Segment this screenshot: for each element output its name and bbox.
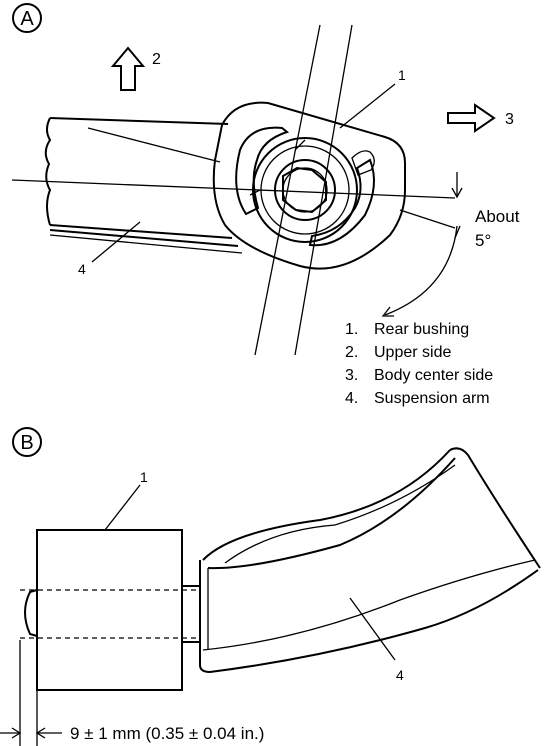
panel-a: A 2 3: [11, 3, 520, 407]
legend-num-3: 3.: [345, 367, 358, 384]
legend-num-1: 1.: [345, 321, 358, 338]
callout-4-a: 4: [78, 261, 86, 277]
callout-1-leader: [339, 83, 396, 129]
callout-1-a: 1: [398, 67, 406, 83]
callout-4-leader: [91, 221, 141, 263]
arrow-up-number: 2: [152, 51, 161, 68]
callout-1-b-leader: [104, 484, 141, 531]
bushing-block-shape: [20, 529, 200, 691]
legend: 1. Rear bushing 2. Upper side 3. Body ce…: [345, 321, 493, 407]
badge-b: B: [12, 427, 42, 457]
reference-lines: [11, 24, 456, 356]
legend-text-3: Body center side: [374, 367, 493, 384]
legend-text-2: Upper side: [374, 344, 451, 361]
badge-b-label: B: [20, 432, 33, 454]
callout-4-b: 4: [396, 667, 404, 683]
legend-text-4: Suspension arm: [374, 390, 490, 407]
legend-num-2: 2.: [345, 344, 358, 361]
angle-indicator: [381, 172, 463, 317]
callout-4-b-leader: [349, 597, 396, 661]
angle-label-degree: 5°: [475, 231, 491, 250]
suspension-arm-end-shape: [199, 447, 541, 674]
angle-label-about: About: [475, 207, 520, 226]
legend-num-4: 4.: [345, 390, 358, 407]
legend-text-1: Rear bushing: [374, 321, 469, 338]
arrow-right-icon: [447, 103, 496, 133]
rear-bushing-shape: [212, 101, 406, 270]
arrow-up-icon: [110, 46, 146, 91]
arrow-right-number: 3: [505, 111, 514, 128]
badge-a: A: [12, 3, 42, 33]
callout-1-b: 1: [140, 469, 148, 485]
badge-a-label: A: [20, 8, 34, 30]
suspension-arm-shape: [44, 117, 243, 254]
dimension-indicator: [0, 640, 62, 746]
panel-b: B 1 4 9 ± 1 mm: [0, 427, 541, 746]
dimension-label: 9 ± 1 mm (0.35 ± 0.04 in.): [70, 724, 264, 743]
